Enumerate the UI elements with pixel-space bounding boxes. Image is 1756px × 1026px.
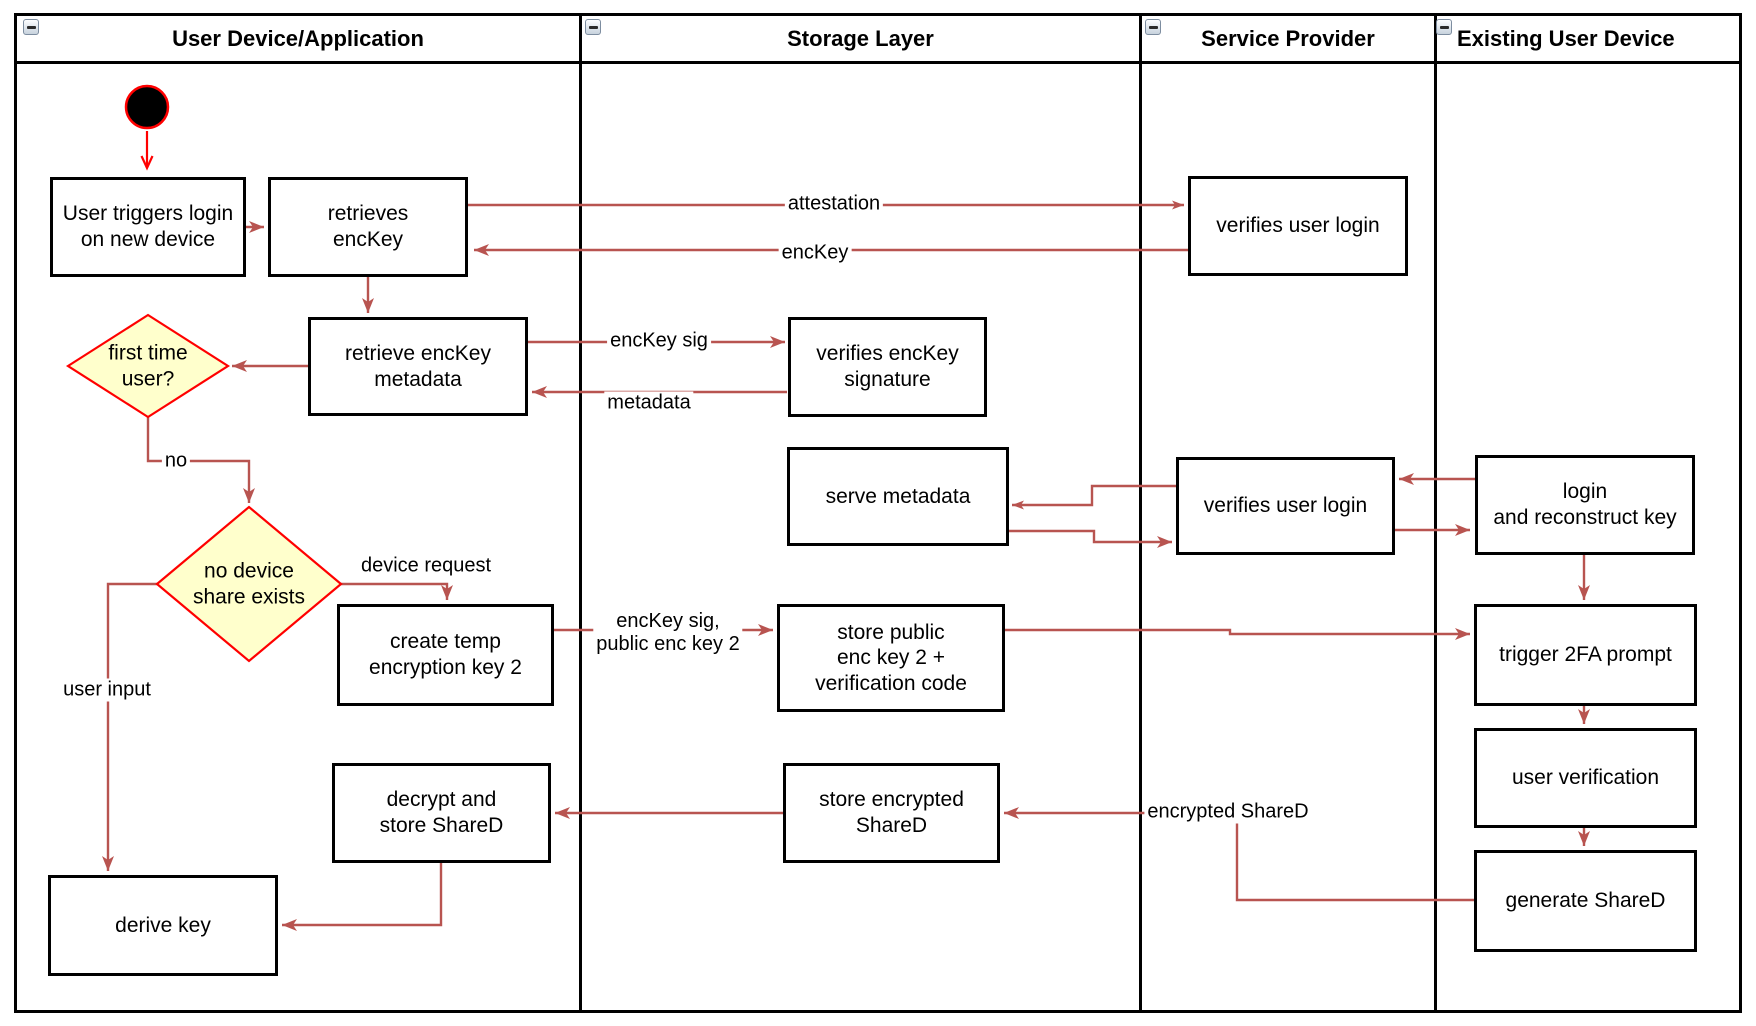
edge-device-request[interactable]: [341, 582, 453, 600]
edge-label-device-request: device request: [357, 554, 495, 578]
decision-no-device-share[interactable]: [155, 505, 343, 663]
edge-label-enckey-sig-public: encKey sig, public enc key 2: [593, 610, 743, 656]
node-label: User triggers login on new device: [62, 202, 234, 251]
edge-label-metadata: metadata: [604, 391, 694, 415]
node-verifies-enckey-signature[interactable]: verifies encKey signature: [788, 317, 987, 417]
node-label: store public enc key 2 + verification co…: [815, 620, 967, 695]
minus-icon: [26, 25, 36, 29]
node-label: verifies user login: [1216, 214, 1380, 238]
minus-icon: [588, 25, 598, 29]
lane-divider-1: [579, 16, 582, 1010]
node-store-encrypted-shared[interactable]: store encrypted ShareD: [783, 763, 1000, 863]
node-decrypt-store-shared[interactable]: decrypt and store ShareD: [332, 763, 551, 863]
node-generate-shared[interactable]: generate ShareD: [1474, 850, 1697, 952]
collapse-lane-icon[interactable]: [1436, 19, 1452, 35]
edge-label-enckey-sig: encKey sig: [607, 329, 711, 353]
lane-header-divider: [17, 61, 1739, 64]
node-store-public-key[interactable]: store public enc key 2 + verification co…: [777, 604, 1005, 712]
node-retrieves-enckey[interactable]: retrieves encKey: [268, 177, 468, 277]
lane-title-existing-device: Existing User Device: [1457, 16, 1742, 61]
lane-title-text: Service Provider: [1201, 25, 1375, 51]
node-label: verifies user login: [1203, 494, 1368, 518]
edge-to-trigger-2fa[interactable]: [1005, 628, 1470, 640]
node-create-temp-key[interactable]: create temp encryption key 2: [337, 604, 554, 706]
lane-title-text: Existing User Device: [1457, 25, 1675, 51]
node-label: serve metadata: [825, 484, 971, 508]
minus-icon: [1439, 25, 1449, 29]
edge-user-input[interactable]: [102, 582, 157, 871]
node-user-triggers-login[interactable]: User triggers login on new device: [50, 177, 246, 277]
decision-label-no-device: no device share exists: [164, 558, 334, 609]
node-label: user verification: [1511, 766, 1660, 790]
node-derive-key[interactable]: derive key: [48, 875, 278, 976]
node-label: login and reconstruct key: [1493, 480, 1677, 529]
node-label: retrieves encKey: [327, 202, 409, 251]
node-verifies-user-login-2[interactable]: verifies user login: [1176, 457, 1395, 555]
lane-title-storage-layer: Storage Layer: [582, 16, 1139, 61]
edge-label-attestation: attestation: [784, 192, 884, 216]
initial-node[interactable]: [124, 84, 170, 130]
decision-text: no device share exists: [192, 559, 306, 608]
edge-label-no: no: [161, 449, 191, 473]
edge-encrypted-shared[interactable]: [1004, 807, 1474, 902]
edge-no-branch[interactable]: [146, 417, 255, 503]
node-label: derive key: [115, 913, 211, 937]
edge-label-user-input: user input: [60, 678, 154, 702]
edge-serve-to-verifies2[interactable]: [1009, 529, 1172, 548]
edge-decrypt-to-derive[interactable]: [282, 863, 443, 931]
node-label: generate ShareD: [1505, 889, 1666, 913]
lane-divider-3: [1434, 16, 1437, 1010]
node-login-reconstruct-key[interactable]: login and reconstruct key: [1475, 455, 1695, 555]
node-label: store encrypted ShareD: [819, 788, 964, 837]
minus-icon: [1148, 25, 1158, 29]
node-label: retrieve encKey metadata: [345, 341, 491, 391]
decision-first-time-user[interactable]: [65, 313, 231, 419]
collapse-lane-icon[interactable]: [585, 19, 601, 35]
lane-title-service-provider: Service Provider: [1142, 16, 1434, 61]
decision-label-first-time: first time user?: [73, 340, 223, 391]
edge-label-encrypted-shared: encrypted ShareD: [1144, 800, 1312, 824]
edge-verifies2-to-serve[interactable]: [1012, 484, 1176, 510]
lane-divider-2: [1139, 16, 1142, 1010]
node-retrieve-enckey-metadata[interactable]: retrieve encKey metadata: [308, 317, 528, 416]
node-verifies-user-login-1[interactable]: verifies user login: [1188, 176, 1408, 276]
decision-text: first time user?: [108, 341, 188, 390]
node-serve-metadata[interactable]: serve metadata: [787, 447, 1009, 546]
collapse-lane-icon[interactable]: [23, 19, 39, 35]
collapse-lane-icon[interactable]: [1145, 19, 1161, 35]
node-user-verification[interactable]: user verification: [1474, 728, 1697, 828]
node-label: create temp encryption key 2: [369, 630, 522, 679]
lane-title-text: User Device/Application: [172, 25, 424, 51]
node-label: decrypt and store ShareD: [379, 788, 504, 837]
lane-title-text: Storage Layer: [787, 25, 934, 51]
node-label: verifies encKey signature: [816, 342, 959, 391]
edge-label-enckey: encKey: [778, 241, 852, 265]
lane-title-user-device: User Device/Application: [17, 16, 579, 61]
node-trigger-2fa-prompt[interactable]: trigger 2FA prompt: [1474, 604, 1697, 706]
node-label: trigger 2FA prompt: [1499, 643, 1672, 667]
